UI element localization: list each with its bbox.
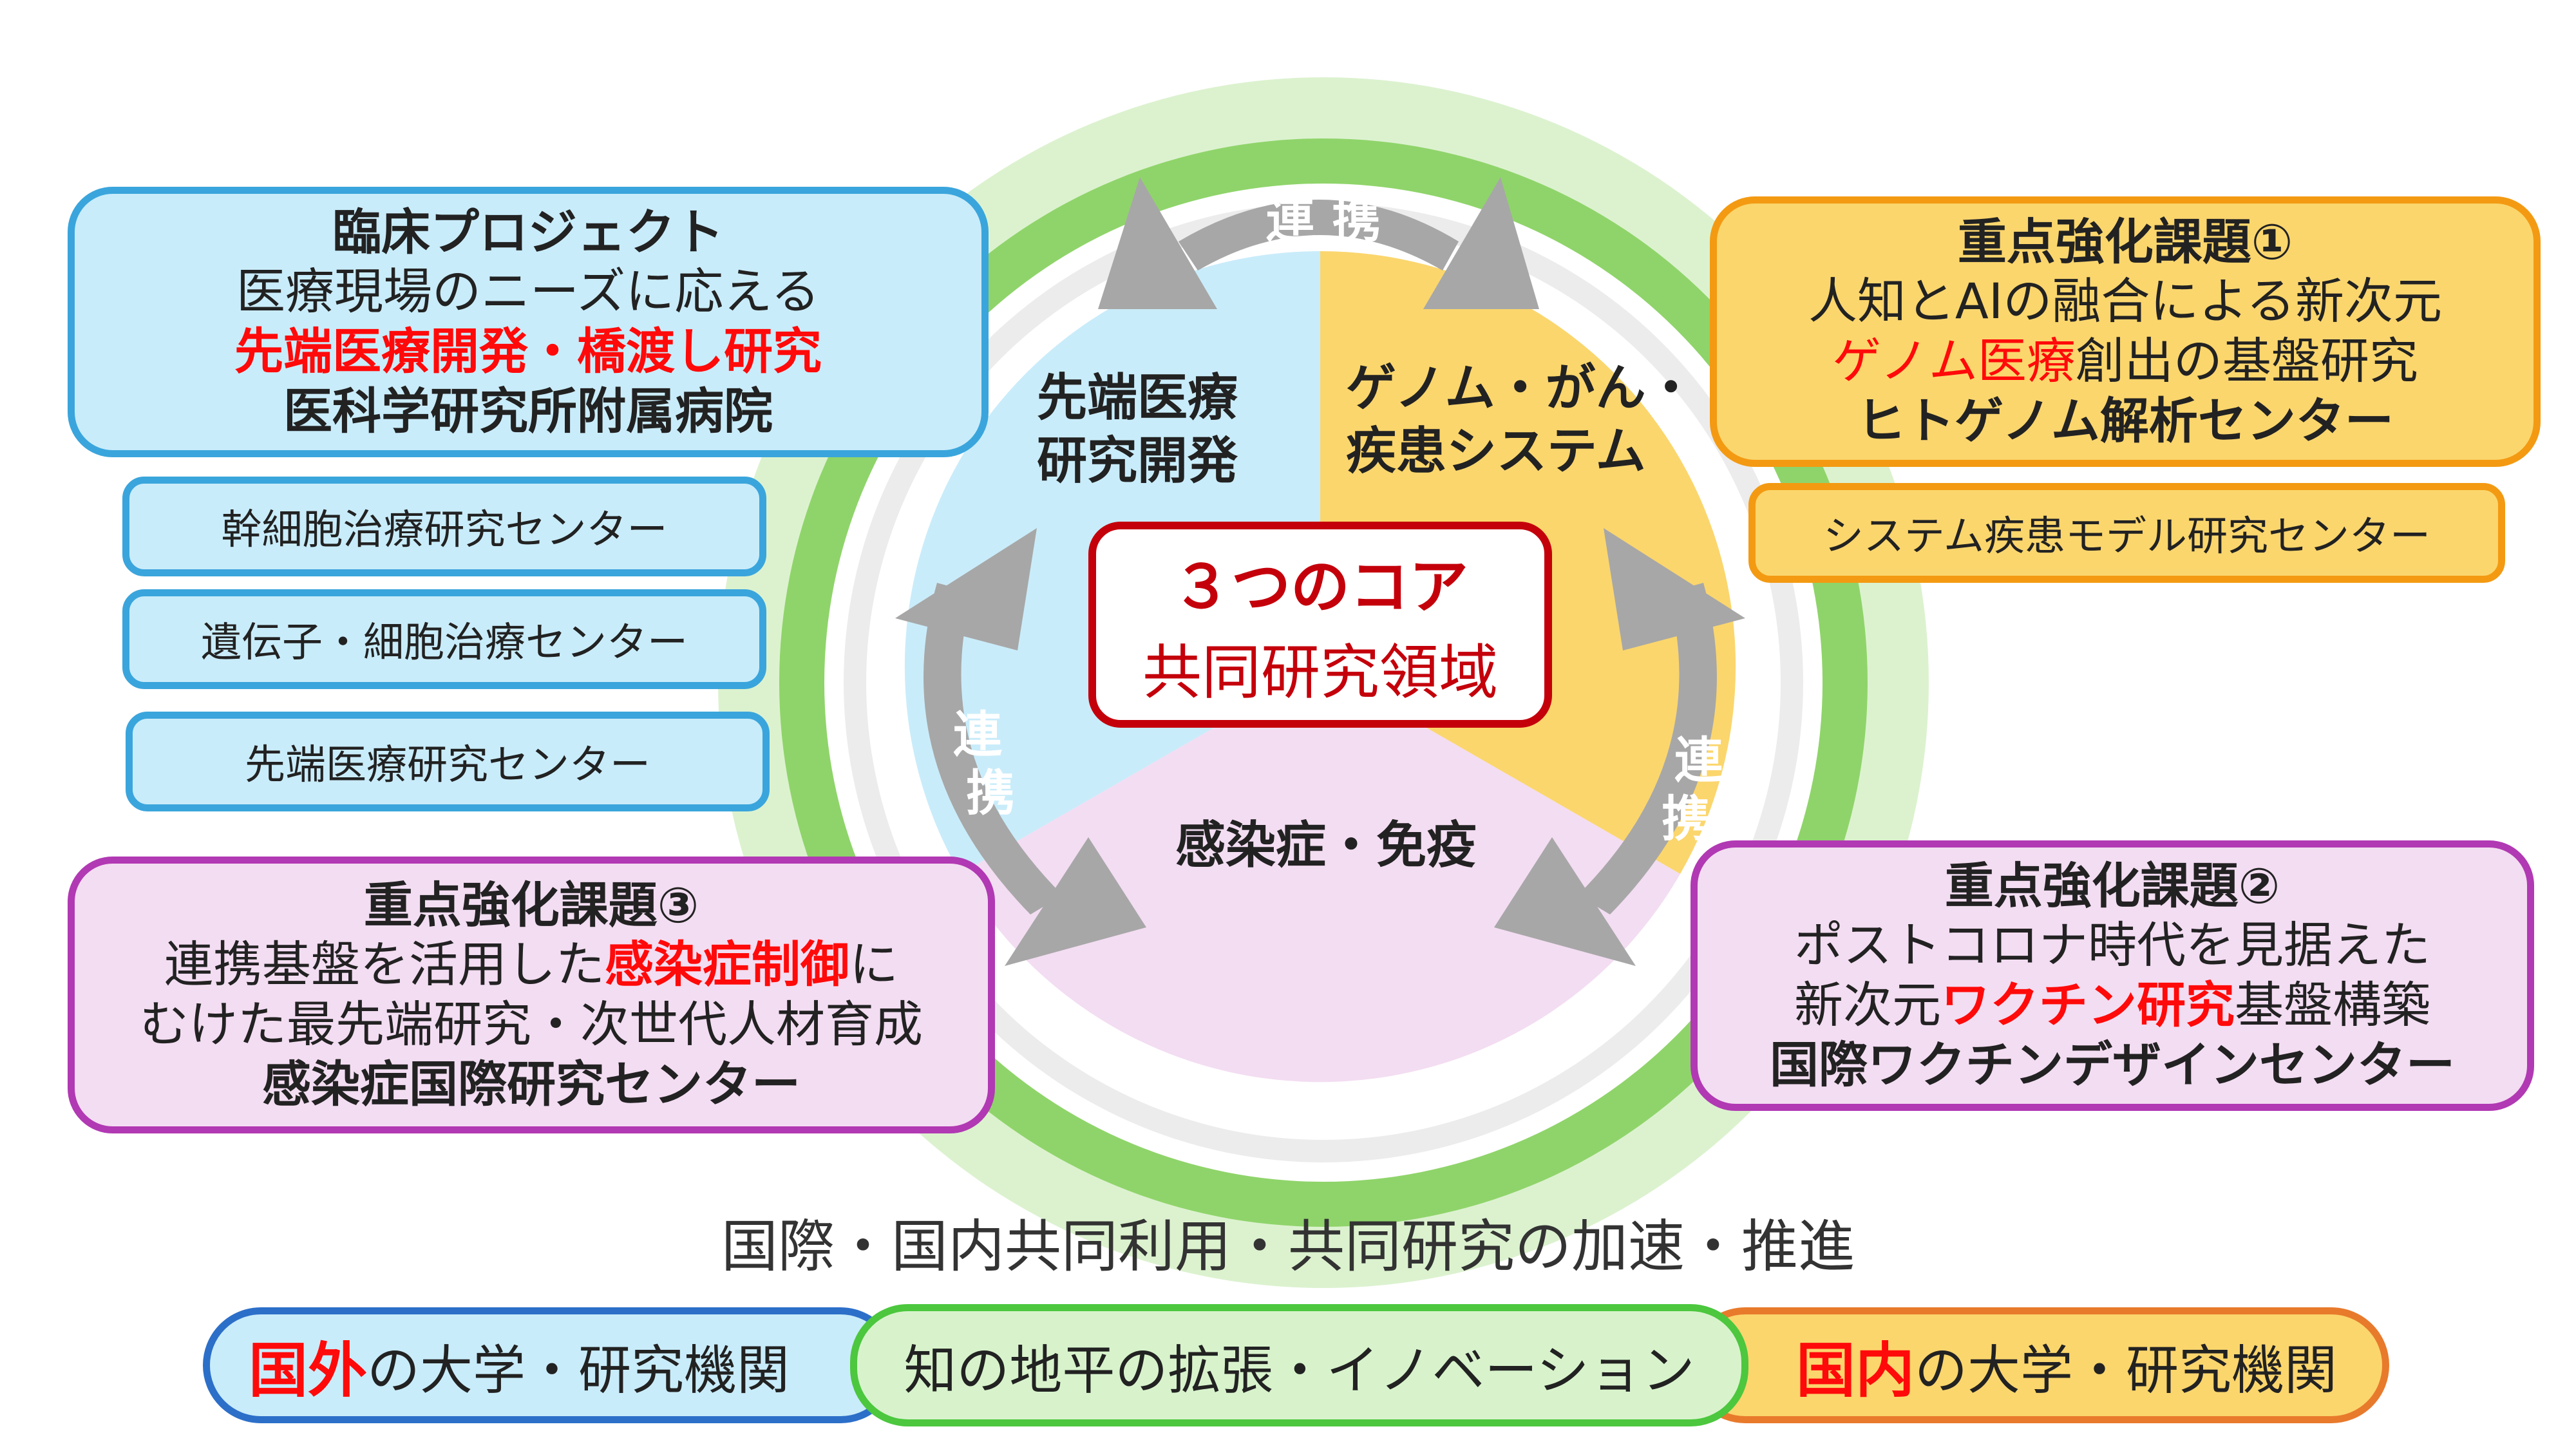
sector-yellow-line1: ゲノム・がん・ [1346,359,1696,417]
sector-label-advanced-medicine: 先端医療 研究開発 [1037,367,1238,493]
core-box: ３つのコア 共同研究領域 [1088,522,1552,728]
left-link-char-1: 連 [953,706,1002,763]
gene-cell-therapy-center-box: 遺伝子・細胞治療センター [122,589,766,689]
priority2-line3-pre: 新次元 [1794,976,1941,1034]
priority1-box: 重点強化課題① 人知とAIの融合による新次元 ゲノム医療創出の基盤研究 ヒトゲノ… [1710,196,2541,467]
stem-cell-center-box: 幹細胞治療研究センター [122,477,766,576]
priority2-line2: ポストコロナ時代を見据えた [1794,916,2430,974]
right-link-char-2: 携 [1662,790,1710,848]
domestic-highlight: 国内 [1795,1336,1915,1405]
left-link-label: 連 携 [940,705,1015,822]
priority2-title: 重点強化課題② [1944,857,2280,914]
clinical-line4: 医科学研究所附属病院 [283,382,773,440]
priority3-line3: むけた最先端研究・次世代人材育成 [140,996,923,1053]
clinical-line3: 先端医療開発・橋渡し研究 [234,323,822,380]
left-link-char-2: 携 [966,764,1015,822]
priority3-line4: 感染症国際研究センター [262,1055,800,1113]
right-link-arrow [1494,528,1745,966]
overseas-highlight: 国外 [249,1336,368,1405]
sector-label-infection: 感染症・免疫 [1175,817,1477,875]
innovation-pill: 知の地平の拡張・イノベーション [850,1304,1748,1426]
bottom-caption: 国際・国内共同利用・共同研究の加速・推進 [721,1213,1855,1280]
sector-blue-line2: 研究開発 [1037,431,1238,490]
sector-blue-line1: 先端医療 [1037,369,1238,427]
priority2-box: 重点強化課題② ポストコロナ時代を見据えた 新次元ワクチン研究基盤構築 国際ワク… [1690,840,2534,1111]
sector-label-genome: ゲノム・がん・ 疾患システム [1346,357,1696,483]
priority3-line2-pre: 連携基盤を活用した [164,936,605,994]
priority1-line3-rest: 創出の基盤研究 [2075,332,2418,390]
priority1-line3-highlight: ゲノム医療 [1832,332,2076,390]
top-link-arrow [1098,177,1539,309]
priority3-line2: 連携基盤を活用した感染症制御に [164,935,898,995]
overseas-rest: の大学・研究機関 [367,1340,790,1401]
right-link-label: 連 携 [1649,731,1723,848]
priority1-line2: 人知とAIの融合による新次元 [1808,272,2443,330]
right-link-char-1: 連 [1674,732,1723,789]
sector-yellow-line2: 疾患システム [1346,422,1646,480]
priority1-line3: ゲノム医療創出の基盤研究 [1832,332,2418,392]
system-disease-center-box: システム疾患モデル研究センター [1748,483,2505,583]
priority3-box: 重点強化課題③ 連携基盤を活用した感染症制御に むけた最先端研究・次世代人材育成… [68,857,995,1133]
advanced-medicine-center-box: 先端医療研究センター [126,712,770,811]
domestic-institutions-pill: 国内の大学・研究機関 [1687,1307,2389,1423]
priority3-line2-highlight: 感染症制御 [605,936,849,994]
sector-pink [960,667,1680,1083]
priority1-line4: ヒトゲノム解析センター [1857,392,2394,450]
priority2-line3-highlight: ワクチン研究 [1941,976,2235,1034]
core-title: ３つのコア [1171,553,1468,621]
priority2-line3-post: 基盤構築 [2235,976,2430,1034]
overseas-institutions-pill: 国外の大学・研究機関 [203,1307,898,1423]
left-link-arrow [895,528,1146,966]
clinical-project-box: 臨床プロジェクト 医療現場のニーズに応える 先端医療開発・橋渡し研究 医科学研究… [68,187,989,457]
core-subtitle: 共同研究領域 [1142,638,1498,707]
priority2-line4: 国際ワクチンデザインセンター [1770,1036,2455,1094]
top-link-label: 連 携 [1265,191,1381,249]
domestic-rest: の大学・研究機関 [1914,1340,2337,1401]
clinical-title: 臨床プロジェクト [332,203,724,261]
priority2-line3: 新次元ワクチン研究基盤構築 [1794,976,2430,1036]
priority3-line2-post: に [849,936,898,994]
priority3-title: 重点強化課題③ [363,876,699,934]
clinical-line2: 医療現場のニーズに応える [236,263,820,321]
priority1-title: 重点強化課題① [1957,213,2293,270]
